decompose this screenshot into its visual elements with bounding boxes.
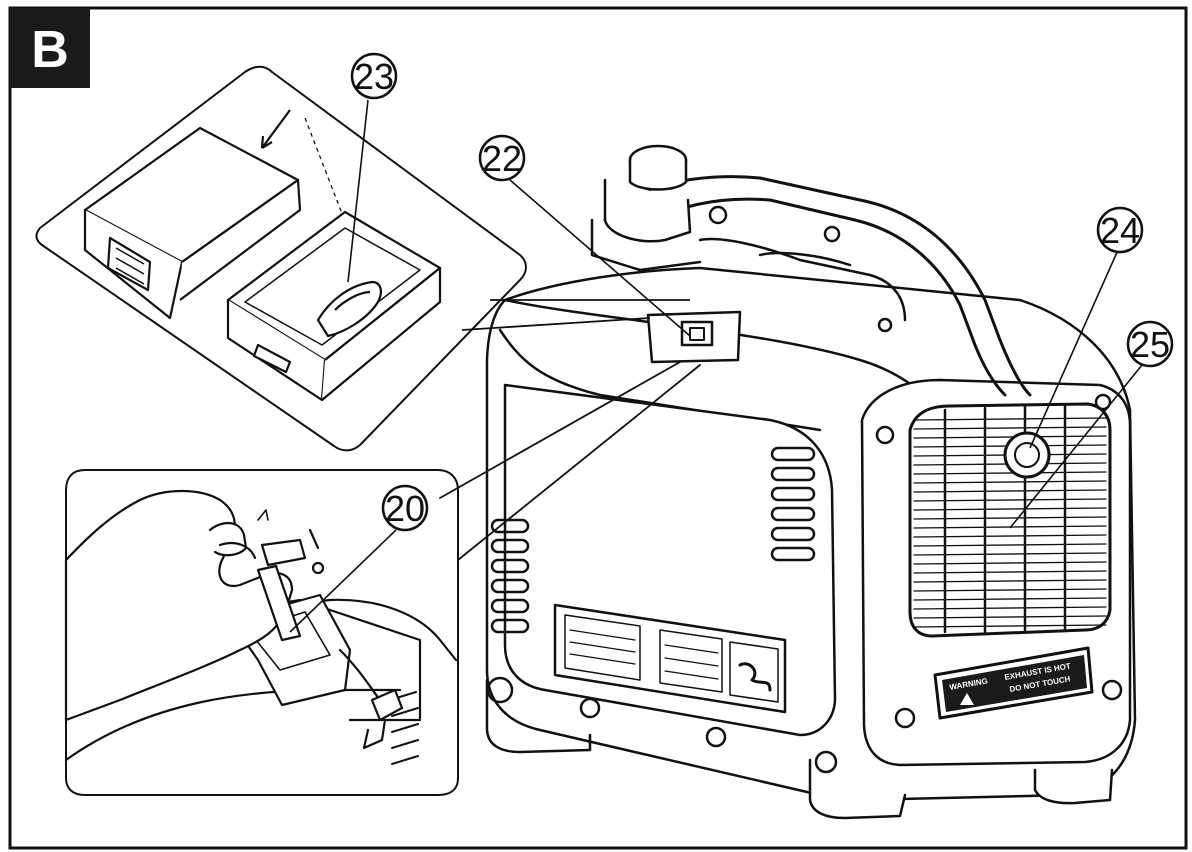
hand xyxy=(64,489,294,722)
callout-23: 23 xyxy=(347,52,398,283)
callout-24: 24 xyxy=(1029,206,1144,449)
callout-22: 22 xyxy=(478,134,691,337)
spark-plug-tray xyxy=(226,210,442,402)
fuel-cap xyxy=(590,144,702,272)
side-vents-left xyxy=(490,518,530,634)
side-vents-right xyxy=(770,446,816,562)
front-foot-right xyxy=(1033,768,1114,805)
warning-label xyxy=(933,646,1094,720)
callout-24-label: 24 xyxy=(1100,210,1140,251)
access-cover xyxy=(83,126,302,320)
figure-letter: B xyxy=(31,21,69,79)
spark-arrestor-cap xyxy=(1003,431,1051,479)
front-foot-left xyxy=(808,758,907,820)
callout-25: 25 xyxy=(1009,320,1174,529)
rating-plate xyxy=(553,603,787,714)
figure-border xyxy=(8,6,1188,850)
callout-25-label: 25 xyxy=(1130,324,1170,365)
callout-22-label: 22 xyxy=(482,138,522,179)
inset-hand-detail xyxy=(64,361,701,796)
callout-23-label: 23 xyxy=(354,56,394,97)
spark-plug-access-panel xyxy=(646,310,742,364)
generator-illustration xyxy=(485,144,1137,820)
warning-triangle-icon xyxy=(960,693,974,705)
inset-cover-detail xyxy=(35,65,690,452)
spark-plug-wrench xyxy=(260,538,307,567)
callout-20: 20 xyxy=(289,484,429,633)
callout-20-label: 20 xyxy=(385,488,425,529)
figure-letter-badge: B xyxy=(10,8,90,88)
